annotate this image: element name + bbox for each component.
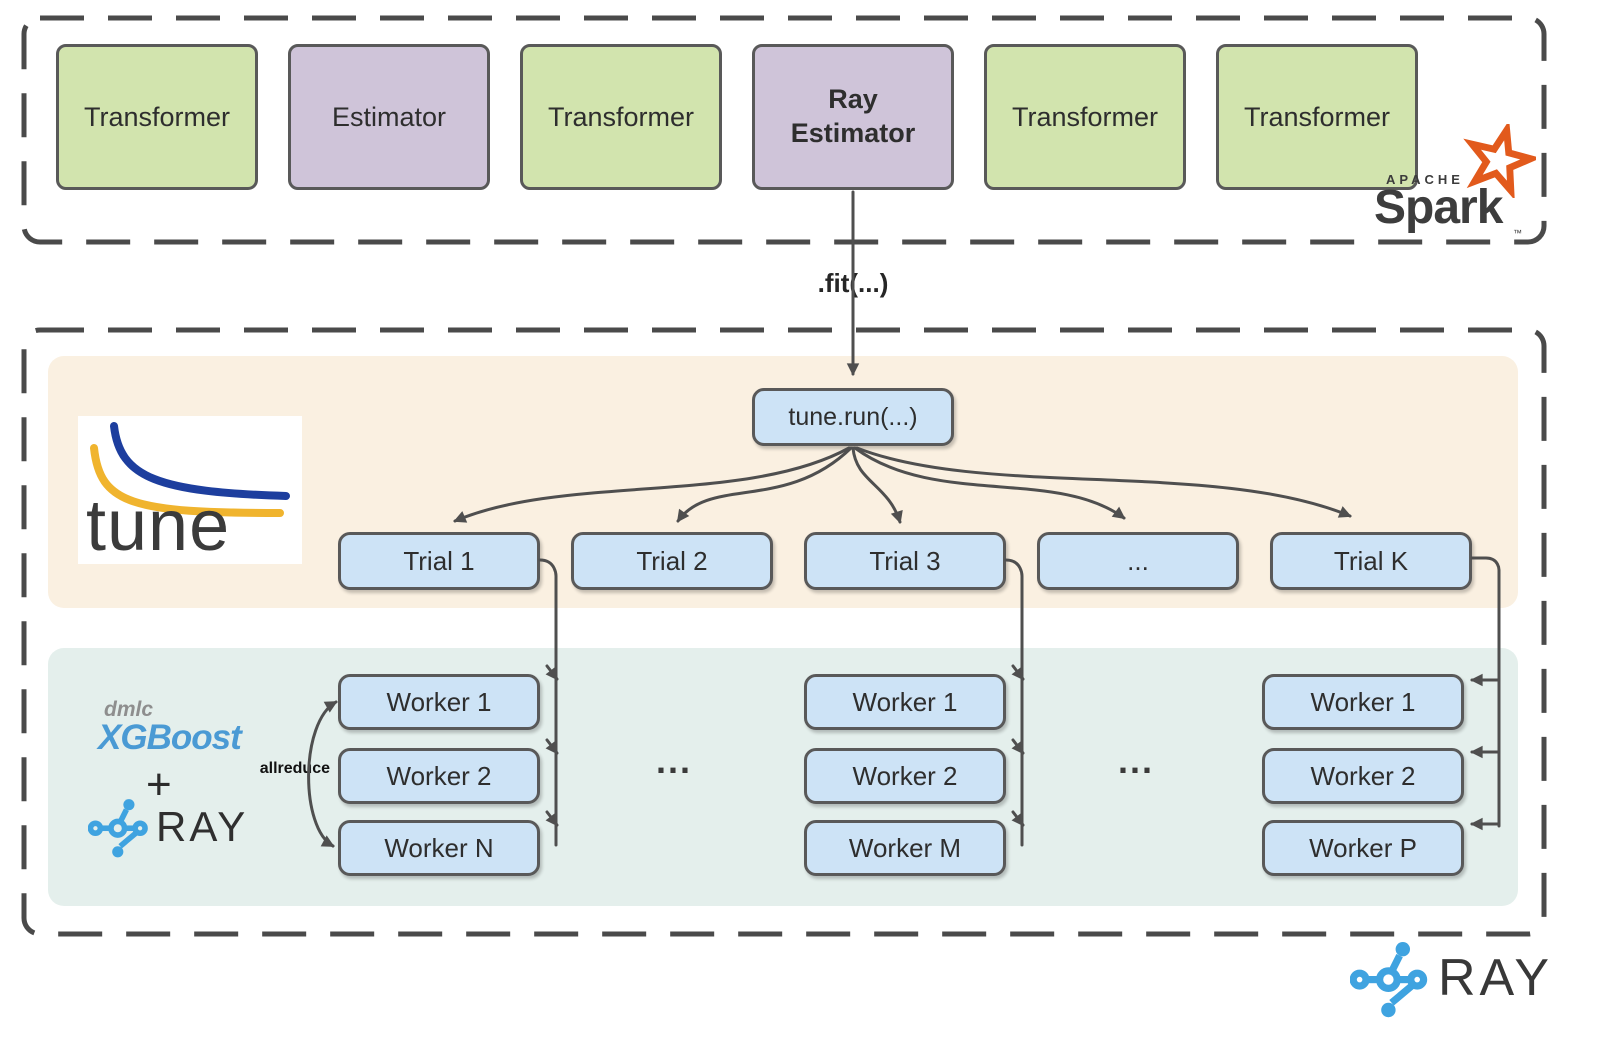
- transformer-box-1: Transformer: [56, 44, 258, 190]
- allreduce-label: allreduce: [259, 760, 330, 777]
- group1-worker-2-box: Worker 2: [338, 748, 540, 804]
- trial-k-box: Trial K: [1270, 532, 1472, 590]
- worker-label: Worker P: [1309, 832, 1417, 863]
- worker-label: Worker 1: [852, 686, 958, 717]
- worker-label: Worker N: [384, 832, 494, 863]
- trial-dots-label: ...: [1127, 545, 1149, 576]
- group3-worker-p-box: Worker P: [1262, 820, 1464, 876]
- trial-label: Trial 3: [869, 545, 941, 576]
- group2-worker-1-box: Worker 1: [804, 674, 1006, 730]
- transformer-label: Transformer: [1011, 101, 1159, 132]
- transformer-label: Transformer: [1243, 101, 1391, 132]
- transformer-label: Transformer: [83, 101, 231, 132]
- estimator-label: Estimator: [331, 101, 447, 132]
- worker-label: Worker 2: [852, 760, 958, 791]
- trial-3-box: Trial 3: [804, 532, 1006, 590]
- group3-worker-1-box: Worker 1: [1262, 674, 1464, 730]
- tune-logo: tune: [78, 416, 302, 564]
- tune-curves-icon: [90, 422, 290, 517]
- tune-run-box: tune.run(...): [752, 388, 954, 446]
- xgboost-wordmark: XGBoost: [98, 718, 242, 757]
- trial-1-box: Trial 1: [338, 532, 540, 590]
- trial-2-box: Trial 2: [571, 532, 773, 590]
- fit-call-label: .fit(...): [773, 266, 933, 301]
- apache-spark-logo: APACHE Spark ™: [1372, 124, 1536, 238]
- group3-worker-2-box: Worker 2: [1262, 748, 1464, 804]
- worker-label: Worker 2: [1310, 760, 1416, 791]
- tune-run-label: tune.run(...): [788, 402, 918, 431]
- trial-label: Trial 2: [636, 545, 708, 576]
- spark-star-icon: [1463, 124, 1536, 198]
- ray-wordmark: RAY: [156, 803, 249, 850]
- ray-icon: [88, 799, 148, 858]
- group1-worker-1-box: Worker 1: [338, 674, 540, 730]
- spark-apache-text: APACHE: [1386, 172, 1464, 187]
- plus-sign: +: [146, 760, 172, 809]
- transformer-box-4: Transformer: [1216, 44, 1418, 190]
- transformer-box-3: Transformer: [984, 44, 1186, 190]
- worker-label: Worker 1: [386, 686, 492, 717]
- xgboost-ray-logo: RAY: [88, 796, 248, 858]
- ray-wordmark: RAY: [1438, 949, 1554, 1007]
- spark-tm: ™: [1513, 228, 1522, 238]
- tune-wordmark: tune: [86, 486, 231, 566]
- worker-ellipsis-1: ...: [656, 740, 693, 781]
- worker-ellipsis-2: ...: [1118, 740, 1155, 781]
- group2-worker-2-box: Worker 2: [804, 748, 1006, 804]
- estimator-box: Estimator: [288, 44, 490, 190]
- worker-label: Worker 1: [1310, 686, 1416, 717]
- group2-worker-m-box: Worker M: [804, 820, 1006, 876]
- transformer-label: Transformer: [547, 101, 695, 132]
- ray-icon: [1350, 942, 1428, 1018]
- trial-label: Trial 1: [403, 545, 475, 576]
- ray-estimator-box: Ray Estimator: [752, 44, 954, 190]
- ray-estimator-label: Ray Estimator: [790, 84, 916, 148]
- spark-wordmark: Spark: [1374, 181, 1503, 234]
- worker-label: Worker 2: [386, 760, 492, 791]
- transformer-box-2: Transformer: [520, 44, 722, 190]
- worker-label: Worker M: [848, 832, 962, 863]
- trial-dots-box: ...: [1037, 532, 1239, 590]
- trial-label: Trial K: [1333, 545, 1409, 576]
- dmlc-wordmark: dmlc: [104, 698, 154, 721]
- group1-worker-n-box: Worker N: [338, 820, 540, 876]
- ray-footer-logo: RAY: [1350, 938, 1553, 1018]
